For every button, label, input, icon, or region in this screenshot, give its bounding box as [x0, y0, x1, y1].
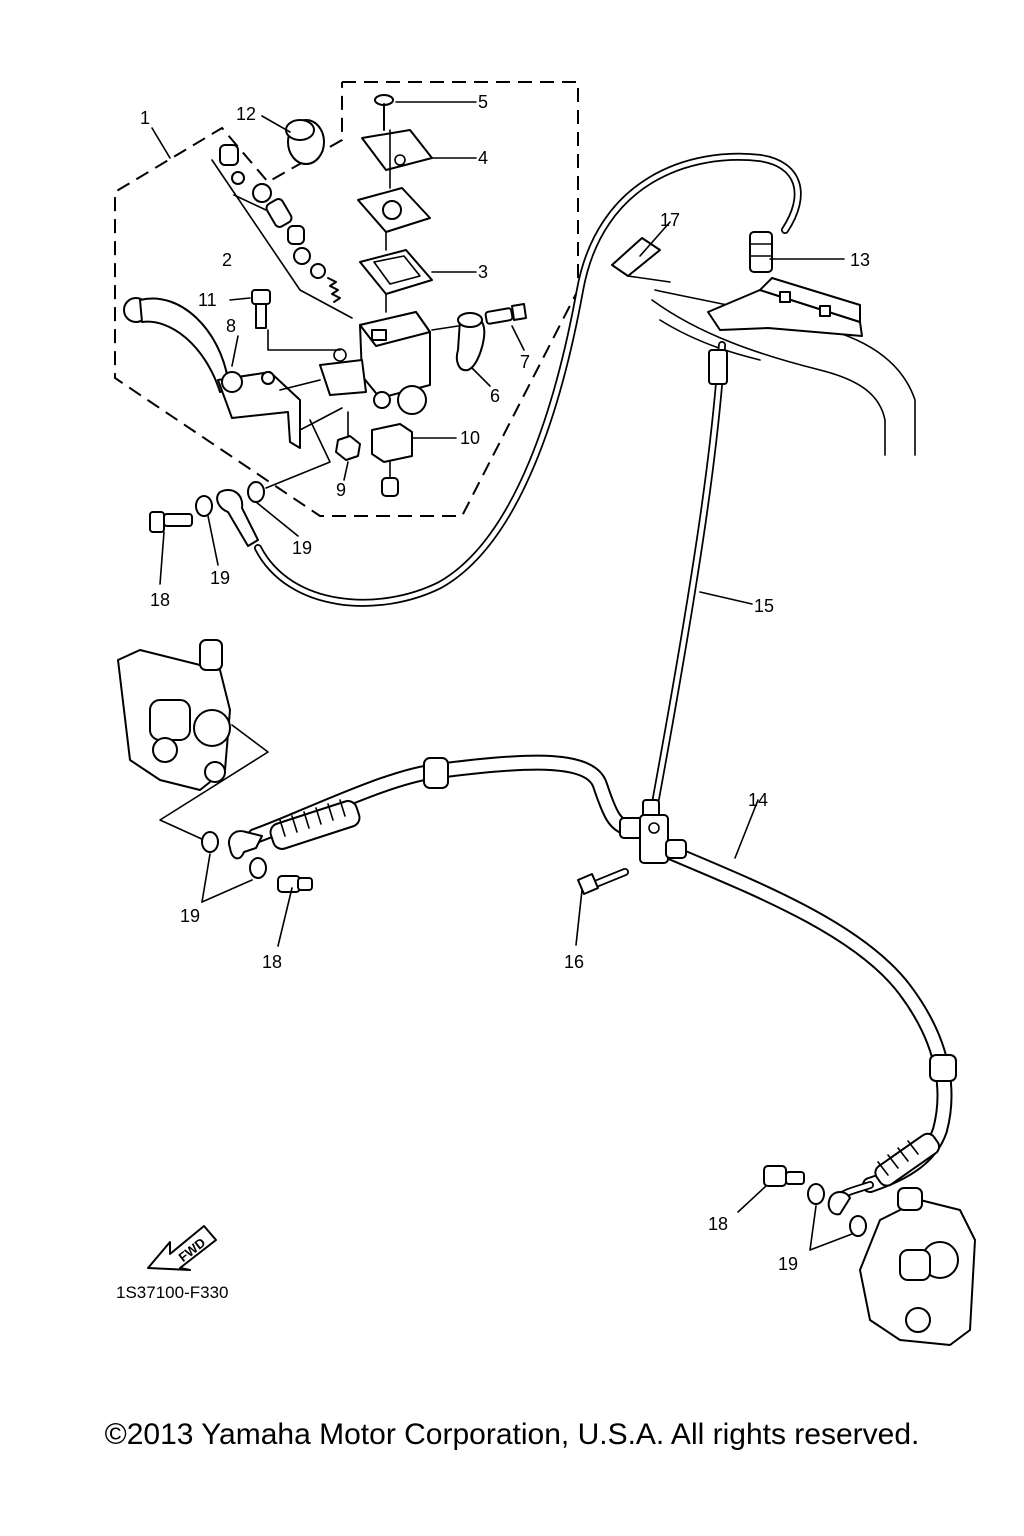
callout-15: 15 [754, 596, 774, 616]
master-cylinder-body [319, 311, 431, 415]
right-caliper [859, 1187, 976, 1346]
callout-1: 1 [140, 108, 150, 128]
callout-14: 14 [748, 790, 768, 810]
hose-rib-right [874, 1132, 941, 1187]
callout-18-left: 18 [262, 952, 282, 972]
brake-lever-8 [123, 297, 301, 449]
callout-5: 5 [478, 92, 488, 112]
hose-bracket-assembly [611, 231, 863, 337]
callout-19-upper-left: 19 [210, 568, 230, 588]
brake-line-15 [642, 341, 728, 839]
callout-leaders [151, 101, 845, 1213]
master-cylinder-assembly [123, 94, 527, 497]
assembly-boundary [114, 81, 579, 517]
screw-5 [374, 94, 394, 131]
pivot-bolt-11 [251, 289, 271, 329]
clamp-6 [455, 312, 486, 372]
callout-4: 4 [478, 148, 488, 168]
hose-rib-left [269, 799, 361, 850]
callout-17: 17 [660, 210, 680, 230]
left-caliper [117, 639, 269, 841]
brake-switch-10 [371, 423, 413, 497]
callout-16: 16 [564, 952, 584, 972]
right-brake-hose [662, 844, 957, 1202]
callout-8: 8 [226, 316, 236, 336]
callout-9: 9 [336, 480, 346, 500]
callout-2: 2 [222, 250, 232, 270]
callout-18-upper: 18 [150, 590, 170, 610]
callout-19-upper-right: 19 [292, 538, 312, 558]
callout-13: 13 [850, 250, 870, 270]
upper-brake-hose [254, 152, 802, 607]
callout-18-right: 18 [708, 1214, 728, 1234]
right-banjo-fitting [763, 1165, 867, 1251]
forward-arrow-icon: FWD [147, 1225, 217, 1271]
assembly-leader-lines [267, 129, 459, 437]
callout-7: 7 [520, 352, 530, 372]
diaphragm-3 [359, 249, 433, 295]
boot-12 [285, 119, 325, 165]
callout-6: 6 [490, 386, 500, 406]
upper-banjo-fitting [149, 419, 331, 547]
piston-kit-2 [211, 144, 353, 319]
copyright-notice: ©2013 Yamaha Motor Corporation, U.S.A. A… [104, 1418, 920, 1451]
clamp-bolt-7 [484, 303, 527, 325]
callout-10: 10 [460, 428, 480, 448]
hose-fitting-13 [749, 231, 773, 273]
hose-junction-block [619, 814, 687, 864]
hose-collar-left [423, 757, 449, 789]
callout-12: 12 [236, 104, 256, 124]
hose-clip-17 [611, 237, 661, 277]
nut-9 [335, 435, 361, 461]
junction-bolt-16 [577, 868, 629, 895]
line-fitting-upper [708, 349, 728, 385]
hose-collar-right [929, 1054, 957, 1082]
callout-19-right: 19 [778, 1254, 798, 1274]
left-banjo-fitting [201, 830, 313, 903]
left-brake-hose [247, 754, 636, 850]
callout-3: 3 [478, 262, 488, 282]
diagram-ref-code: 1S37100-F330 [116, 1283, 228, 1302]
callout-11: 11 [198, 290, 217, 310]
callout-19-left: 19 [180, 906, 200, 926]
callout-labels: 1 12 5 4 3 2 11 8 7 6 10 9 19 19 18 17 1… [140, 92, 870, 1274]
